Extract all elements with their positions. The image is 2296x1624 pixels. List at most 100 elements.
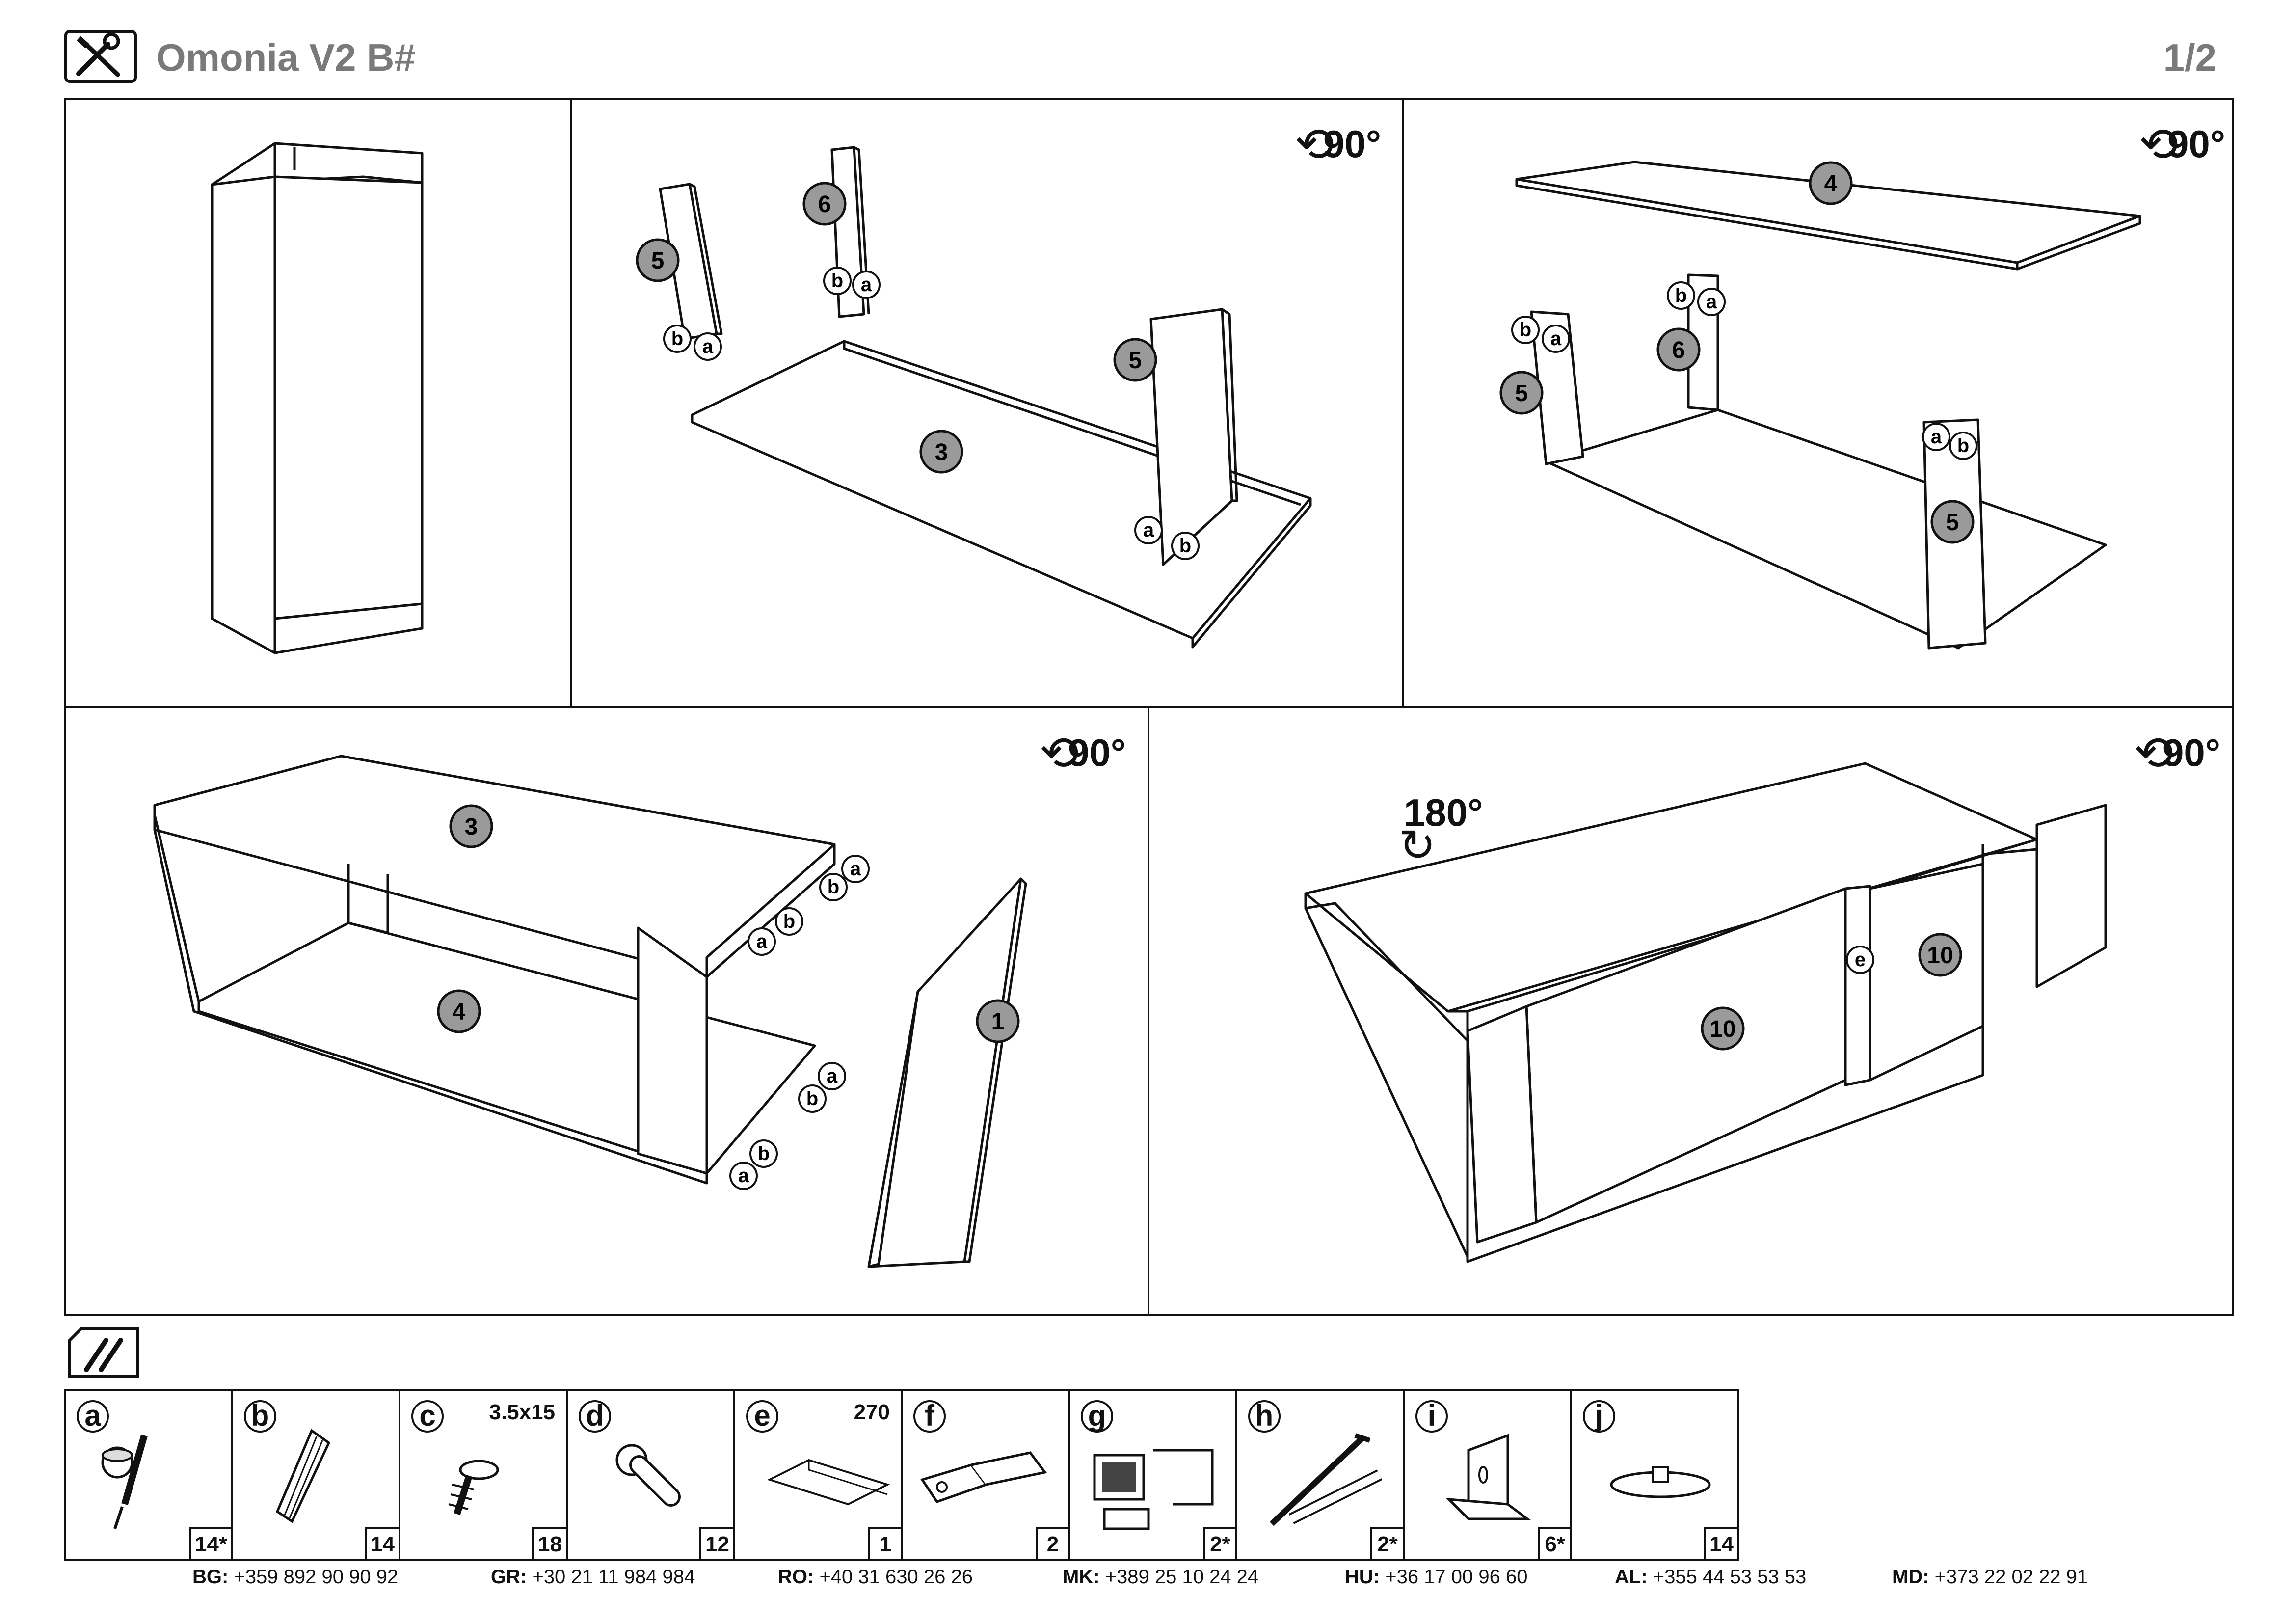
screw-icon	[448, 1460, 499, 1516]
part-number: 4	[1824, 171, 1838, 197]
fitting-callout: b	[749, 1139, 778, 1168]
part-number-badge: 4	[1809, 161, 1853, 205]
part-number-badge: 5	[1113, 338, 1157, 382]
rotation-mark-step5-180: 180° ↻	[1399, 790, 1483, 870]
phone-number: +373 22 02 22 91	[1934, 1566, 2088, 1588]
phone-number: +36 17 00 96 60	[1385, 1566, 1528, 1588]
hardware-letter: g	[1081, 1400, 1113, 1433]
wall-bracket-icon	[1093, 1449, 1214, 1530]
part-number: 10	[1709, 1016, 1735, 1042]
hardware-count: 2	[1036, 1527, 1070, 1561]
fitting-letter: a	[1550, 328, 1562, 350]
hardware-letter: h	[1248, 1400, 1281, 1433]
fitting-letter: b	[1675, 285, 1687, 306]
rotation-label: 90°	[1068, 731, 1126, 774]
part-number-badge: 5	[636, 238, 680, 282]
fittings-icon	[67, 1326, 140, 1380]
rotate-arrow-icon: ↻	[1399, 821, 1436, 870]
hardware-count: 14	[1704, 1527, 1739, 1561]
rotation-label: 90°	[2163, 731, 2220, 774]
part-number: 10	[1927, 943, 1953, 969]
foot-pad-icon	[1610, 1466, 1711, 1498]
fitting-letter: a	[861, 274, 872, 296]
rotation-mark-step5: ⟲ 90°	[2134, 727, 2220, 780]
part-number-badge: 10	[1918, 933, 1962, 977]
hardware-count: 1	[868, 1527, 903, 1561]
fitting-letter: e	[1855, 949, 1866, 971]
corner-bracket-icon	[1445, 1434, 1531, 1520]
finished-cabinet-drawing	[211, 142, 424, 654]
fitting-callout: a	[729, 1162, 758, 1190]
fitting-callout: b	[1667, 281, 1695, 310]
fitting-letter: b	[671, 328, 683, 350]
country-code: GR:	[491, 1566, 527, 1588]
fitting-letter: b	[758, 1143, 770, 1164]
part-number-badge: 3	[449, 804, 493, 848]
hardware-item-h: h 2*	[1235, 1389, 1405, 1561]
page-number: 1/2	[2163, 36, 2216, 79]
phone-number: +40 31 630 26 26	[819, 1566, 973, 1588]
support-phone: MD: +373 22 02 22 91	[1892, 1566, 2088, 1588]
phone-number: +359 892 90 90 92	[234, 1566, 399, 1588]
rotation-label: 90°	[1323, 122, 1381, 165]
h-profile-icon	[767, 1459, 890, 1506]
fitting-letter: a	[1143, 519, 1154, 541]
fitting-callout: b	[1511, 316, 1540, 344]
fitting-callout: e	[1846, 946, 1874, 974]
fitting-callout: b	[663, 325, 692, 353]
hardware-letter: e	[746, 1400, 778, 1433]
rotate-arrow-icon: ⟲	[2139, 118, 2179, 171]
fitting-callout: a	[841, 855, 870, 883]
part-number: 5	[1515, 380, 1528, 406]
support-phone: HU: +36 17 00 96 60	[1345, 1566, 1528, 1588]
part-number-badge: 10	[1701, 1006, 1745, 1051]
country-code: AL:	[1615, 1566, 1648, 1588]
hardware-count: 2*	[1370, 1527, 1405, 1561]
part-number-badge: 6	[802, 182, 847, 226]
fitting-callout: a	[852, 271, 881, 299]
hardware-letter: a	[77, 1400, 109, 1433]
part-number: 4	[453, 999, 466, 1025]
part-number-badge: 3	[919, 430, 963, 474]
hardware-item-a: a 14*	[64, 1389, 233, 1561]
fitting-letter: b	[1520, 319, 1531, 341]
dowel-icon	[275, 1429, 331, 1523]
fitting-callout: b	[798, 1084, 827, 1113]
fitting-callout: b	[1949, 432, 1977, 460]
rotate-arrow-icon: ⟲	[1295, 118, 1335, 171]
rotation-label: 90°	[2167, 122, 2225, 165]
part-number-badge: 5	[1499, 371, 1544, 415]
support-phone: RO: +40 31 630 26 26	[778, 1566, 973, 1588]
part-number: 6	[818, 191, 831, 217]
step4-drawing	[153, 755, 1027, 1268]
rotation-mark-step3: ⟲ 90°	[2139, 118, 2225, 171]
fitting-letter: b	[806, 1088, 818, 1110]
step2-drawing	[659, 146, 1312, 649]
fitting-callout: b	[1171, 532, 1200, 560]
fitting-callout: b	[819, 873, 848, 901]
fitting-callout: b	[775, 907, 803, 936]
cam-lock-icon	[101, 1435, 148, 1529]
country-code: MD:	[1892, 1566, 1929, 1588]
fitting-callout: b	[823, 267, 852, 295]
hardware-count: 14*	[188, 1527, 233, 1561]
hardware-count: 6*	[1538, 1527, 1572, 1561]
fitting-letter: b	[1179, 535, 1191, 557]
phone-number: +30 21 11 984 984	[532, 1566, 695, 1588]
fitting-letter: a	[1706, 291, 1717, 313]
fitting-callout: a	[1134, 516, 1163, 544]
part-number: 1	[991, 1009, 1005, 1035]
hardware-count: 2*	[1203, 1527, 1237, 1561]
support-phone: BG: +359 892 90 90 92	[192, 1566, 398, 1588]
fitting-letter: b	[1957, 435, 1969, 457]
part-number: 6	[1672, 337, 1685, 363]
fitting-callout: a	[818, 1062, 846, 1090]
part-number-badge: 6	[1656, 327, 1701, 372]
hinge-icon	[920, 1451, 1047, 1504]
